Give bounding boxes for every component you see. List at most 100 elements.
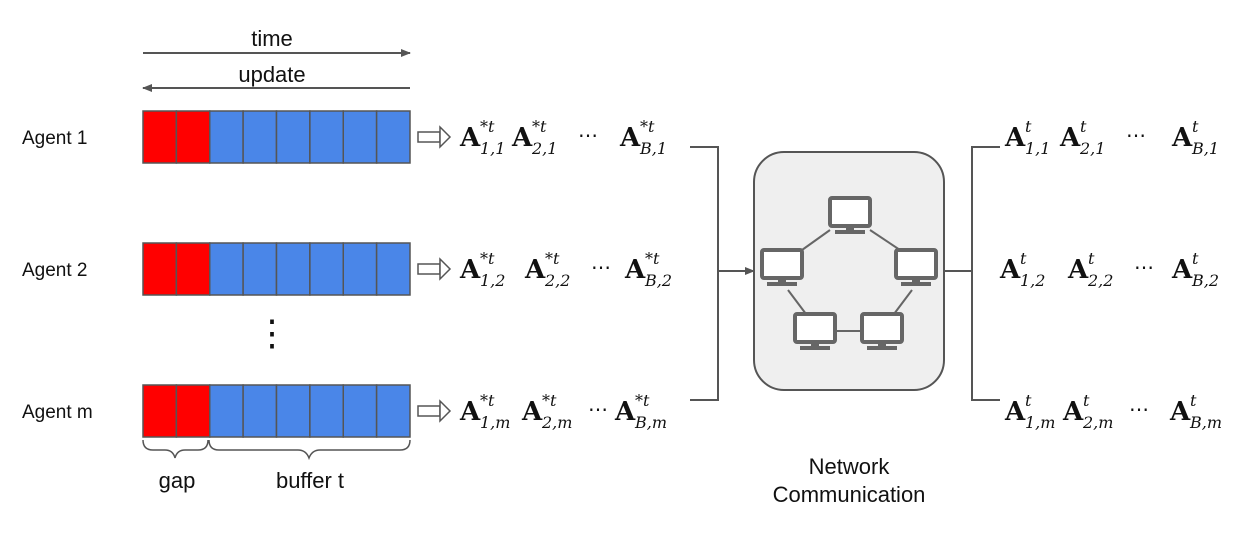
matrix-term: A*t2,2: [524, 249, 570, 290]
buffer-cell: [375, 384, 411, 438]
matrix-symbol: A: [524, 255, 546, 285]
forward-arrow-icon: [417, 125, 452, 149]
gap-cell: [175, 242, 211, 296]
buffer-cell: [209, 384, 244, 438]
matrix-superscript: *t: [542, 391, 557, 410]
matrix-superscript: *t: [635, 391, 650, 410]
matrix-symbol: A: [1171, 255, 1193, 285]
buffer-row: [142, 384, 411, 438]
ellipsis: ⋯: [1126, 123, 1146, 147]
matrix-symbol: A: [521, 397, 543, 427]
matrix-symbol: A: [459, 255, 481, 285]
matrix-term: A*t1,1: [459, 117, 505, 158]
matrix-symbol: A: [459, 123, 481, 153]
matrix-superscript: t: [1192, 249, 1199, 268]
buffer-cell: [342, 384, 378, 438]
matrix-term: A*tB,1: [619, 117, 667, 158]
computer-icon: [860, 312, 904, 350]
matrix-symbol: A: [1004, 397, 1026, 427]
update-label: update: [238, 62, 305, 87]
network-label-line2: Communication: [773, 482, 926, 507]
matrix-symbol: A: [999, 255, 1021, 285]
gap-brace: [142, 439, 209, 459]
matrix-subscript: 2,1: [531, 139, 557, 158]
buffer-label: buffer t: [276, 468, 344, 493]
buffer-cell: [342, 242, 378, 296]
buffer-row: [142, 242, 411, 296]
matrix-superscript: t: [1080, 117, 1087, 136]
matrix-term: A*t2,m: [521, 391, 572, 432]
matrix-subscript: 1,1: [1025, 139, 1050, 158]
gap-cell: [142, 242, 178, 296]
matrix-superscript: *t: [640, 117, 655, 136]
buffer-cell: [275, 242, 311, 296]
gap-cell: [142, 384, 178, 438]
matrix-subscript: 1,2: [1020, 271, 1045, 290]
vertical-dots: ⋮: [254, 312, 290, 353]
buffer-cell: [242, 242, 278, 296]
matrix-subscript: 1,m: [480, 413, 510, 432]
buffer-cell: [242, 110, 278, 164]
matrix-subscript: B,1: [639, 139, 667, 158]
agent-label: Agent m: [22, 402, 93, 423]
time-label: time: [251, 26, 293, 51]
buffer-cell: [375, 242, 411, 296]
collect-bracket: [690, 146, 755, 401]
matrix-symbol: A: [1171, 123, 1193, 153]
matrix-term: A*t 1,2: [459, 249, 505, 290]
computer-icon: [828, 196, 872, 234]
matrix-symbol: A: [1059, 123, 1081, 153]
buffer-cell: [309, 384, 344, 438]
matrix-term: A*t2,1: [511, 117, 557, 158]
buffer-brace: [208, 439, 411, 461]
network-label-line1: Network: [809, 454, 891, 479]
matrix-subscript: 1,2: [480, 271, 505, 290]
matrix-superscript: *t: [645, 249, 660, 268]
matrix-subscript: B,m: [634, 413, 667, 432]
matrix-term: A*t1,m: [459, 391, 510, 432]
forward-arrow-icon: [417, 399, 452, 423]
gap-label: gap: [159, 468, 196, 493]
buffer-cell: [309, 242, 344, 296]
forward-arrow-icon: [417, 257, 452, 281]
matrix-term: A*tB,2: [624, 249, 672, 290]
matrix-symbol: A: [459, 397, 481, 427]
matrix-subscript: 1,1: [480, 139, 505, 158]
buffer-cell: [275, 384, 311, 438]
ellipsis: ⋯: [1134, 255, 1154, 279]
matrix-symbol: A: [511, 123, 533, 153]
computer-icon: [894, 248, 938, 286]
buffer-cell: [309, 110, 344, 164]
matrix-symbol: A: [1062, 397, 1084, 427]
ellipsis: ⋯: [588, 397, 608, 421]
buffer-cell: [209, 242, 244, 296]
matrix-subscript: 2,m: [1082, 413, 1113, 432]
matrix-subscript: 2,2: [544, 271, 570, 290]
matrix-symbol: A: [1169, 397, 1191, 427]
matrix-superscript: t: [1088, 249, 1095, 268]
buffer-cell: [342, 110, 378, 164]
matrix-subscript: B,2: [1191, 271, 1219, 290]
matrix-symbol: A: [1067, 255, 1089, 285]
buffer-row: [142, 110, 411, 164]
matrix-term: A*tB,m: [614, 391, 667, 432]
ellipsis: ⋯: [578, 123, 598, 147]
agent-label: Agent 2: [22, 260, 88, 281]
matrix-superscript: *t: [480, 249, 495, 268]
gap-cell: [175, 384, 211, 438]
buffer-cell: [242, 384, 278, 438]
ellipsis: ⋯: [1129, 397, 1149, 421]
buffer-cell: [375, 110, 411, 164]
